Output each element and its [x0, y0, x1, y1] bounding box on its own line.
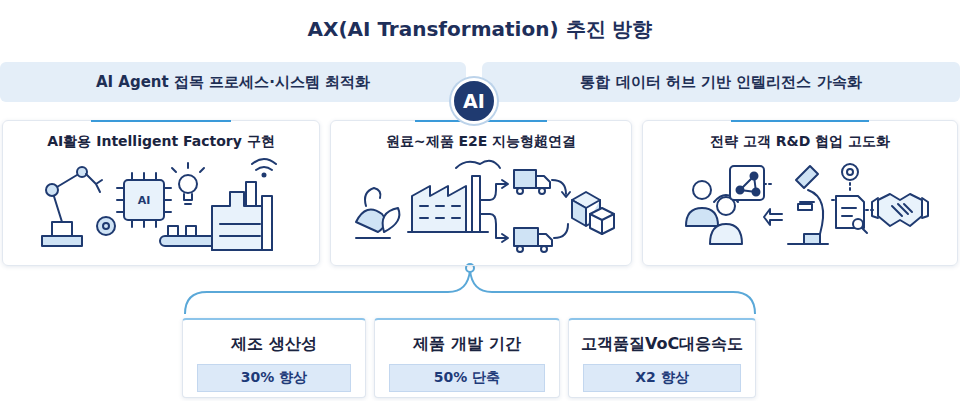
kpi-value-text: 30% 향상	[241, 369, 307, 387]
kpi-value: 50% 단축	[389, 364, 545, 392]
direction-band-text: 통합 데이터 허브 기반 인텔리전스 가속화	[580, 73, 861, 92]
ai-circle-text: AI	[463, 90, 485, 112]
strategy-card: AI활용 Intelligent Factory 구현	[2, 120, 320, 266]
diagram-title: AX(AI Transformation) 추진 방향	[0, 16, 960, 43]
strategy-card-text: 원료~제품 E2E 지능형超연결	[386, 133, 576, 151]
kpi-box: 고객품질VoC대응속도 X2 향상	[568, 318, 756, 398]
kpi-value-text: 50% 단축	[434, 369, 500, 387]
kpi-value: 30% 향상	[197, 364, 351, 392]
strategy-card: 전략 고객 R&D 협업 고도화	[642, 120, 958, 266]
strategy-card-text: AI활용 Intelligent Factory 구현	[47, 133, 274, 151]
chip-label: AI	[138, 194, 151, 207]
strategy-card-text: 전략 고객 R&D 협업 고도화	[710, 133, 890, 151]
kpi-box-text: 고객품질VoC대응속도	[581, 334, 743, 355]
kpi-box-text: 제조 생산성	[231, 334, 317, 355]
kpi-box-text: 제품 개발 기간	[413, 334, 520, 355]
strategy-card: 원료~제품 E2E 지능형超연결	[330, 120, 632, 266]
ai-circle: AI	[451, 78, 497, 124]
direction-band: AI Agent 접목 프로세스·시스템 최적화	[0, 62, 466, 102]
direction-band-text: AI Agent 접목 프로세스·시스템 최적화	[96, 73, 370, 92]
kpi-box: 제조 생산성 30% 향상	[182, 318, 366, 398]
kpi-box: 제품 개발 기간 50% 단축	[374, 318, 560, 398]
kpi-value: X2 향상	[583, 364, 741, 392]
direction-band: 통합 데이터 허브 기반 인텔리전스 가속화	[482, 62, 960, 102]
kpi-value-text: X2 향상	[635, 369, 688, 387]
